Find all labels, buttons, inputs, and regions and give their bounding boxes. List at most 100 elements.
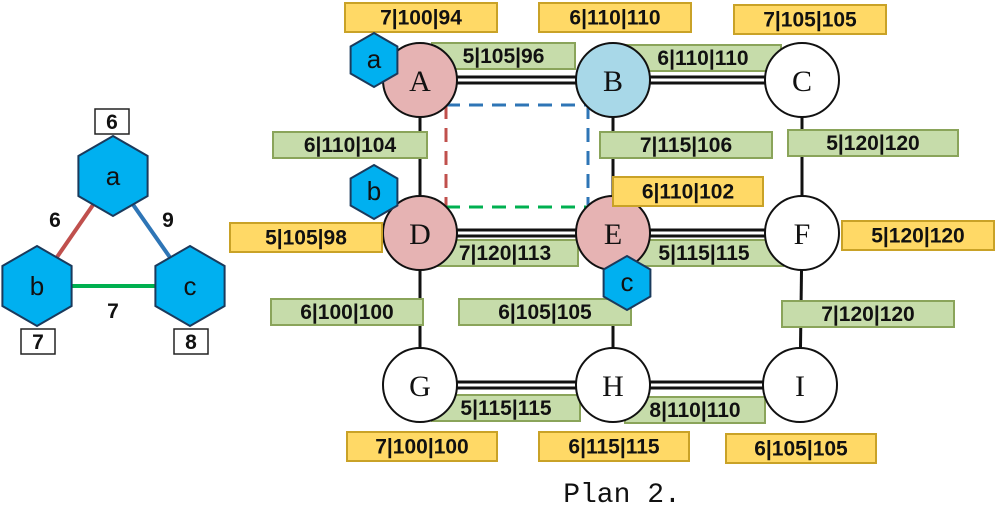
edge-BC-tag-box [624, 44, 782, 72]
edge-BE-tag: 7|115|106 [599, 131, 773, 159]
edge-DG-tag-box [270, 298, 424, 326]
node-F-tag-box [841, 220, 995, 251]
node-F-tag: 5|120|120 [841, 220, 995, 251]
hexagon-b-value: 7 [32, 331, 44, 354]
hexagon-c-value: 8 [185, 331, 197, 354]
edge-EH-tag-box [458, 298, 632, 326]
edge-GH-tag-text: 5|115|115 [460, 397, 552, 420]
triangle-edge-weight-ac: 9 [162, 209, 174, 232]
hexagon-a-value: 6 [106, 111, 118, 134]
hexagon-b-label: b [30, 271, 44, 301]
edge-BE-tag-text: 7|115|106 [640, 134, 732, 157]
edge-AD-tag: 6|110|104 [272, 131, 428, 159]
node-D-label: D [409, 218, 431, 251]
grid-node-tags: 7|100|94 6|110|110 7|105|105 5|105|98 6|110|… [229, 2, 995, 464]
hexagon-b-box [20, 328, 56, 355]
node-I-tag: 6|105|105 [725, 433, 877, 464]
edge-BE-tag-box [599, 131, 773, 159]
node-I-tag-text: 6|105|105 [754, 438, 848, 461]
node-E-tag: 6|110|102 [612, 176, 764, 207]
placed-hexagon-a-label: a [367, 44, 382, 74]
node-A-tag-text: 7|100|94 [380, 7, 462, 30]
edge-DG-tag-text: 6|100|100 [300, 301, 394, 324]
edge-CF-tag: 5|120|120 [787, 129, 959, 157]
node-F [764, 195, 840, 271]
dashed-region [444, 103, 590, 209]
node-I-tag-box [725, 433, 877, 464]
hexagon-a-box [94, 108, 130, 135]
node-E-label: E [604, 218, 622, 251]
edge-AD-tag-box [272, 131, 428, 159]
node-G-tag-text: 7|100|100 [375, 436, 469, 459]
node-F-label: F [794, 218, 811, 251]
node-A-tag: 7|100|94 [344, 2, 498, 33]
edge-DE-tag-text: 7|120|113 [459, 242, 551, 265]
node-B-label: B [603, 65, 623, 98]
hexagon-b-icon [1, 244, 73, 328]
node-G-label: G [409, 370, 431, 403]
edge-BC-tag-text: 6|110|110 [657, 47, 748, 70]
node-B-tag-text: 6|110|110 [569, 7, 660, 30]
edge-EF-tag-text: 5|115|115 [658, 242, 750, 265]
edge-CF-tag-box [787, 129, 959, 157]
edge-CF-tag-text: 5|120|120 [826, 132, 920, 155]
node-H-label: H [602, 370, 624, 403]
node-C [764, 42, 840, 118]
node-B-tag: 6|110|110 [538, 2, 692, 33]
edge-HI-tag-text: 8|110|110 [649, 399, 740, 422]
node-I-label: I [795, 370, 805, 403]
edge-FI-tag-text: 7|120|120 [821, 303, 915, 326]
node-H [575, 347, 651, 423]
placed-hexagon-b-icon [349, 163, 399, 221]
placed-hexes: a b c [349, 31, 652, 312]
node-G-tag-box [346, 431, 498, 462]
placed-hexagon-b-label: b [367, 176, 381, 206]
node-C-tag-text: 7|105|105 [763, 9, 857, 32]
grid-nodes: A B C D E F G H I [382, 42, 840, 423]
edge-FI-tag-box [781, 300, 955, 328]
edge-GH-tag-box [431, 394, 581, 422]
triangle-nodes: a 6 b 7 c 8 [1, 108, 226, 355]
edge-FI-tag: 7|120|120 [781, 300, 955, 328]
node-A-tag-box [344, 2, 498, 33]
edge-GH-tag: 5|115|115 [431, 394, 581, 422]
plan-caption: Plan 2. [563, 480, 681, 509]
placed-hexagon-c-label: c [621, 267, 634, 297]
placed-hexagon-c-icon [602, 254, 652, 312]
edge-HI-tag-box [624, 396, 766, 424]
node-D-tag-box [229, 222, 383, 253]
triangle-edge-weight-bc: 7 [107, 300, 119, 323]
edge-DG-tag: 6|100|100 [270, 298, 424, 326]
node-G [382, 347, 458, 423]
node-H-tag-text: 6|115|115 [568, 436, 660, 459]
node-G-tag: 7|100|100 [346, 431, 498, 462]
node-I [762, 347, 838, 423]
hexagon-c-label: c [184, 271, 197, 301]
node-H-tag-box [538, 431, 690, 462]
node-E-tag-text: 6|110|102 [642, 181, 734, 204]
node-E-tag-box [612, 176, 764, 207]
edge-HI-tag: 8|110|110 [624, 396, 766, 424]
edge-AD-tag-text: 6|110|104 [304, 134, 397, 157]
hexagon-c-box [173, 328, 209, 355]
node-C-tag: 7|105|105 [733, 4, 887, 35]
hexagon-c-icon [154, 244, 226, 328]
hexagon-a-icon [77, 134, 149, 218]
hexagon-a-label: a [106, 161, 121, 191]
node-D-tag: 5|105|98 [229, 222, 383, 253]
triangle-edge-weight-ab: 6 [49, 209, 61, 232]
edge-EH-tag: 6|105|105 [458, 298, 632, 326]
node-B [575, 42, 651, 118]
node-C-tag-box [733, 4, 887, 35]
edge-EH-tag-text: 6|105|105 [498, 301, 592, 324]
placed-hexagon-a-icon [349, 31, 399, 89]
node-D-tag-text: 5|105|98 [265, 227, 347, 250]
node-B-tag-box [538, 2, 692, 33]
node-F-tag-text: 5|120|120 [871, 225, 965, 248]
node-A-label: A [409, 65, 431, 98]
node-C-label: C [792, 65, 812, 98]
edge-AB-tag-text: 5|105|96 [463, 45, 545, 68]
node-H-tag: 6|115|115 [538, 431, 690, 462]
edge-BC-tag: 6|110|110 [624, 44, 782, 72]
